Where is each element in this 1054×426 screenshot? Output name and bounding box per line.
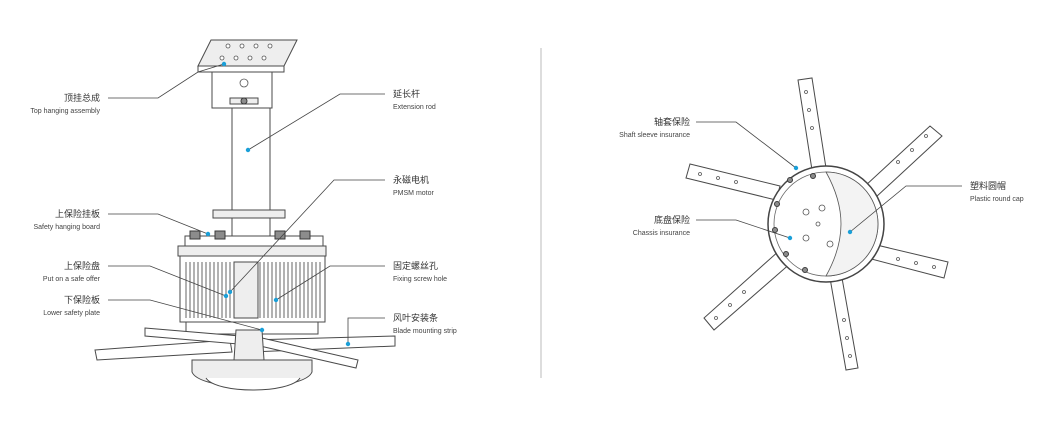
blade-arm-top <box>797 77 827 171</box>
label-pmsm-motor: 永磁电机 PMSM motor <box>393 174 435 197</box>
label-blade-mounting-strip: 风叶安装条 Blade mounting strip <box>393 312 457 335</box>
label-en: Top hanging assembly <box>30 108 100 115</box>
label-en: Chassis insurance <box>633 230 690 237</box>
label-en: Plastic round cap <box>970 196 1024 203</box>
leader-lines <box>108 63 962 344</box>
blade-arm-left <box>685 163 781 201</box>
label-safety-hanging-board: 上保险挂板 Safety hanging board <box>33 208 100 231</box>
label-zh: 塑料圆帽 <box>970 180 1006 192</box>
label-zh: 上保险盘 <box>64 260 100 272</box>
label-en: Blade mounting strip <box>393 328 457 335</box>
label-extension-rod: 延长杆 Extension rod <box>393 88 436 111</box>
round-cap-shape <box>825 171 879 277</box>
label-lower-safety-plate: 下保险板 Lower safety plate <box>43 294 100 317</box>
label-en: Safety hanging board <box>33 224 100 231</box>
label-en: Extension rod <box>393 104 436 111</box>
blade-arm-bottom <box>829 277 859 371</box>
label-top-hanging-assembly: 顶挂总成 Top hanging assembly <box>30 92 100 115</box>
bottom-view-drawing <box>685 77 949 371</box>
label-zh: 顶挂总成 <box>64 92 100 104</box>
label-en: Shaft sleeve insurance <box>619 132 690 139</box>
blade-strip-left <box>94 339 233 361</box>
label-en: Lower safety plate <box>43 310 100 317</box>
label-safe-offer: 上保险盘 Put on a safe offer <box>43 260 101 283</box>
safe-offer-shape <box>177 245 327 257</box>
side-view-drawing <box>94 39 396 391</box>
label-fixing-screw-hole: 固定螺丝孔 Fixing screw hole <box>393 260 447 283</box>
label-chassis-insurance: 底盘保险 Chassis insurance <box>633 214 690 237</box>
hanging-board-shape <box>212 209 286 219</box>
label-zh: 风叶安装条 <box>393 312 438 324</box>
label-zh: 轴套保险 <box>654 116 690 128</box>
label-zh: 固定螺丝孔 <box>393 260 438 272</box>
label-plastic-round-cap: 塑料圆帽 Plastic round cap <box>970 180 1024 203</box>
label-en: PMSM motor <box>393 190 435 197</box>
extension-rod-shape <box>231 107 271 249</box>
label-zh: 延长杆 <box>393 88 420 100</box>
label-en: Fixing screw hole <box>393 276 447 283</box>
label-shaft-sleeve-insurance: 轴套保险 Shaft sleeve insurance <box>619 116 690 139</box>
top-mount-plate <box>197 39 298 67</box>
label-zh: 永磁电机 <box>393 174 429 186</box>
callout-dots <box>205 61 853 347</box>
label-zh: 下保险板 <box>64 294 100 306</box>
label-en: Put on a safe offer <box>43 276 101 283</box>
top-mount-plate-edge <box>197 65 285 73</box>
label-zh: 上保险挂板 <box>55 208 100 220</box>
label-zh: 底盘保险 <box>654 214 690 226</box>
